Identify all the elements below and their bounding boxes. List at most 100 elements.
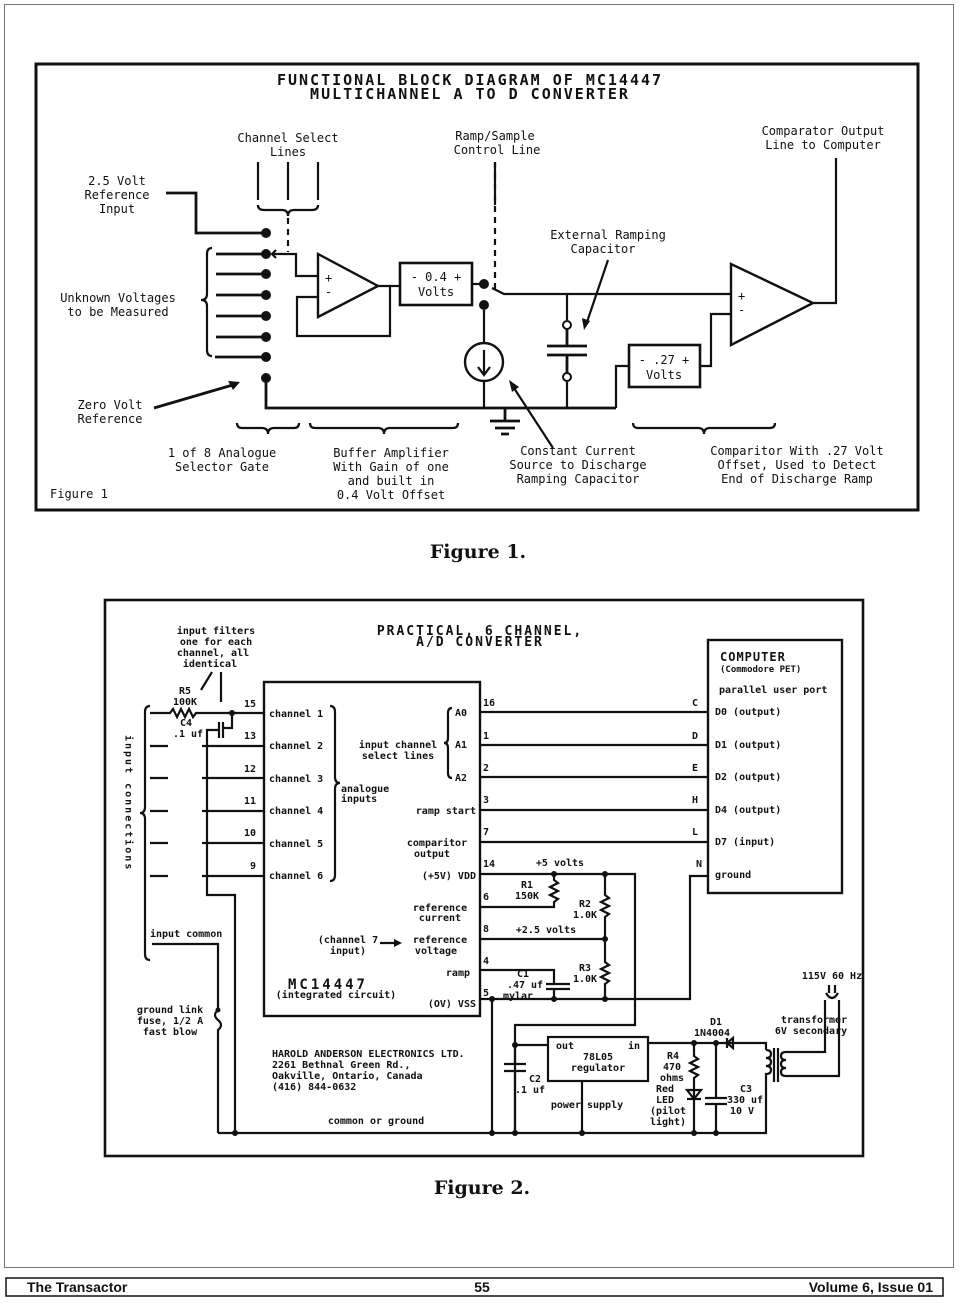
common-ground-label: common or ground bbox=[328, 1116, 424, 1127]
buffer-opamp bbox=[316, 252, 381, 319]
led-label-4: light) bbox=[650, 1116, 686, 1128]
r4-value: 470 bbox=[663, 1062, 681, 1073]
c4-label: C4 bbox=[180, 718, 192, 729]
buffer-opamp-plus: + bbox=[325, 271, 332, 285]
r5-resistor-icon bbox=[150, 706, 264, 720]
ref-input-label-2: Reference bbox=[84, 188, 149, 202]
pin-6: 6 bbox=[483, 892, 489, 903]
selector-desc-2: Selector Gate bbox=[175, 460, 269, 474]
current-source-arrow bbox=[511, 384, 554, 449]
input-filters-note-1: input filters bbox=[177, 625, 255, 637]
ref-input-label-3: Input bbox=[99, 202, 135, 216]
pin-1: 1 bbox=[483, 731, 489, 742]
r3-label: R3 bbox=[579, 963, 591, 974]
r3-resistor-icon bbox=[598, 939, 612, 999]
c3-rating: 10 V bbox=[730, 1106, 754, 1117]
page-number: 55 bbox=[474, 1279, 490, 1295]
comparator-output-line bbox=[813, 158, 838, 305]
ref-input-label: 2.5 Volt bbox=[88, 174, 146, 188]
port-pin-d: D bbox=[692, 731, 698, 742]
computer-title: COMPUTER bbox=[720, 650, 786, 664]
port-pin-n: N bbox=[696, 859, 702, 870]
pin-12: 12 bbox=[244, 764, 256, 775]
c2-capacitor-icon bbox=[504, 1043, 548, 1133]
regulator-type: regulator bbox=[571, 1063, 625, 1074]
ic-right-pins: 16 1 2 3 7 14 6 8 4 5 bbox=[483, 698, 495, 999]
selector-brace bbox=[235, 422, 301, 435]
pin-7: 7 bbox=[483, 827, 489, 838]
c2-label: C2 bbox=[529, 1074, 541, 1085]
regulator-78l05 bbox=[546, 1035, 650, 1083]
comparator-output-label-2: Line to Computer bbox=[765, 138, 881, 152]
comparator-opamp bbox=[729, 262, 816, 347]
channel-select-label-2: Lines bbox=[270, 145, 306, 159]
transformer-primary-icon bbox=[779, 1000, 841, 1078]
channel-6-label: channel 6 bbox=[269, 871, 323, 882]
buffer-opamp-minus: - bbox=[325, 285, 332, 299]
comparator-brace bbox=[631, 422, 777, 435]
buffer-desc-2: With Gain of one bbox=[333, 460, 449, 474]
channel-select-brace bbox=[256, 204, 320, 217]
current-arrow-icon bbox=[477, 350, 491, 377]
transformer-core-icon bbox=[772, 1048, 780, 1082]
comp-offset-wire bbox=[614, 364, 629, 408]
regulator-name: 78L05 bbox=[583, 1052, 613, 1063]
ref-input-wire bbox=[166, 191, 264, 235]
pin-15: 15 bbox=[244, 699, 256, 710]
c3-value: 330 uf bbox=[727, 1095, 763, 1106]
comparator-output-label: Comparator Output bbox=[762, 124, 885, 138]
channel-3-label: channel 3 bbox=[269, 774, 323, 785]
zero-ref-arrowhead bbox=[228, 381, 240, 390]
computer-box bbox=[706, 638, 844, 895]
comparitor-output-label-2: output bbox=[414, 849, 450, 860]
reference-current-label-2: current bbox=[419, 913, 461, 924]
buffer-desc-4: 0.4 Volt Offset bbox=[337, 488, 445, 502]
gnd-junction-2 bbox=[489, 1130, 495, 1136]
channel-7-arrowhead bbox=[394, 939, 402, 947]
buffer-desc-3: and built in bbox=[348, 474, 435, 488]
selector-wiper-wire bbox=[272, 252, 320, 278]
c3-capacitor-icon bbox=[705, 1043, 727, 1133]
d1-part: 1N4004 bbox=[694, 1028, 730, 1039]
transformer-label: transformer bbox=[781, 1015, 847, 1026]
input-filters-note-2: one for each bbox=[180, 637, 252, 648]
ramp-sample-label: Ramp/Sample bbox=[455, 129, 534, 143]
d1-label: D1 (output) bbox=[715, 740, 781, 751]
offset-0.4v-label: - 0.4 + bbox=[411, 270, 462, 284]
d7-label: D7 (input) bbox=[715, 836, 775, 848]
r3-value: 1.0K bbox=[573, 974, 597, 985]
fuse-terminal bbox=[215, 1007, 221, 1013]
figure-1-title-line1: FUNCTIONAL BLOCK DIAGRAM OF MC14447 bbox=[277, 71, 663, 89]
channel-7-label-2: input) bbox=[330, 945, 366, 957]
r2-value: 1.0K bbox=[573, 910, 597, 921]
zero-volt-label-2: Reference bbox=[77, 412, 142, 426]
figure-2: PRACTICAL, 6 CHANNEL, A/D CONVERTER inpu… bbox=[103, 598, 865, 1158]
a1-label: A1 bbox=[455, 740, 467, 751]
figure-2-title-line1: PRACTICAL, 6 CHANNEL, bbox=[377, 624, 583, 639]
ext-cap-label-2: Capacitor bbox=[570, 242, 635, 256]
figure-1-title-line2: MULTICHANNEL A TO D CONVERTER bbox=[310, 85, 630, 103]
d1-diode-icon bbox=[725, 1035, 768, 1051]
ic-name: MC14447 bbox=[288, 977, 368, 993]
input-common-label: input common bbox=[150, 928, 222, 940]
r4-led-icon bbox=[684, 1043, 704, 1133]
publication-name: The Transactor bbox=[27, 1279, 128, 1295]
d4-label: D4 (output) bbox=[715, 805, 781, 816]
analogue-inputs-label: analogue bbox=[341, 784, 389, 795]
company-address-1: 2261 Bethnal Green Rd., bbox=[272, 1060, 410, 1071]
unknown-voltages-label: Unknown Voltages bbox=[60, 291, 176, 305]
ramp-sample-label-2: Control Line bbox=[454, 143, 541, 157]
figure-2-frame bbox=[103, 598, 865, 1158]
offset-0.27v-label: - .27 + bbox=[639, 353, 690, 367]
offset-0.27v-label-2: Volts bbox=[646, 368, 682, 382]
channel-1-label: channel 1 bbox=[269, 709, 323, 720]
comparator-desc-1: Comparitor With .27 Volt bbox=[710, 444, 883, 458]
ground-port-label: ground bbox=[715, 870, 751, 881]
analogue-inputs-label-2: inputs bbox=[341, 793, 377, 805]
selector-contacts bbox=[261, 228, 271, 383]
source-desc-2: Source to Discharge bbox=[509, 458, 646, 472]
led-label-3: (pilot bbox=[650, 1105, 686, 1117]
input-connections-label: input connections bbox=[123, 735, 135, 871]
ground-link-label-3: fast blow bbox=[143, 1027, 198, 1038]
